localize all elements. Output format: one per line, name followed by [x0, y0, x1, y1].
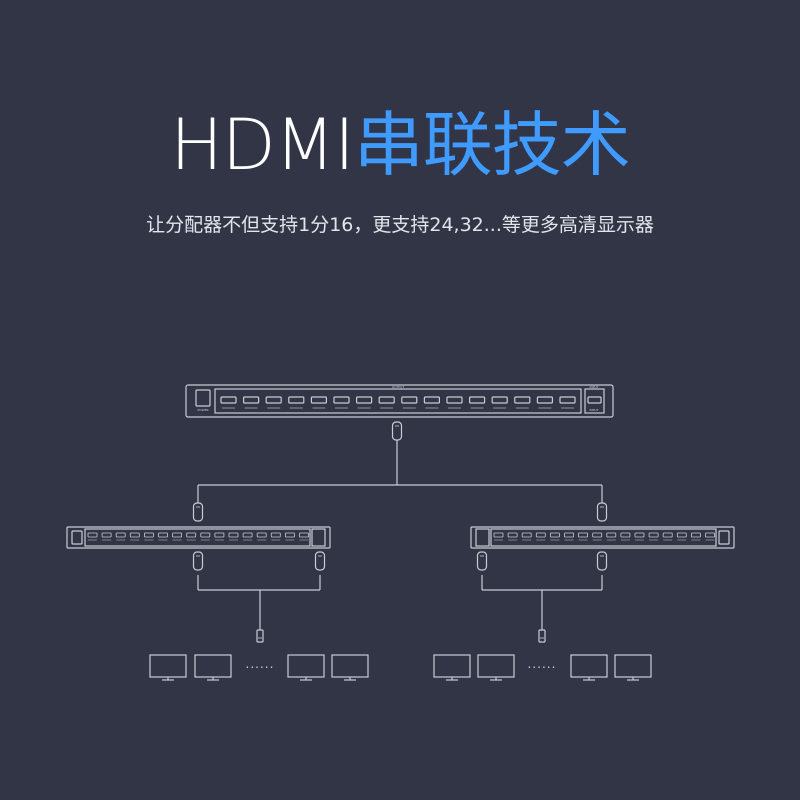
- splitter-port: [550, 532, 560, 538]
- right-splitter: [470, 526, 735, 549]
- splitter-port: [228, 532, 239, 538]
- splitter-port: [648, 532, 659, 538]
- main-output-port: [536, 396, 554, 404]
- main-output-port: [265, 396, 282, 404]
- hdmi-plug-icon: [391, 421, 403, 441]
- splitter-port: [691, 532, 701, 538]
- splitter-port: [256, 532, 267, 538]
- hdmi-plug-icon: [476, 551, 488, 571]
- page-title: HDMI串联技术: [0, 100, 800, 190]
- splitter-port: [676, 532, 687, 538]
- main-input-label: INPUT: [590, 408, 599, 412]
- splitter-port: [535, 532, 546, 538]
- main-output-port: [401, 396, 418, 404]
- main-input-header: INPUT: [590, 385, 599, 389]
- splitter-port: [115, 532, 126, 538]
- splitter-port: [564, 532, 574, 538]
- page-subtitle: 让分配器不但支持1分16，更支持24,32...等更多高清显示器: [146, 214, 654, 236]
- monitor-icon: [477, 654, 515, 678]
- splitter-port: [705, 532, 715, 538]
- hdmi-plug-icon: [192, 502, 204, 522]
- main-output-port: [423, 396, 440, 404]
- main-output-port: [310, 396, 327, 404]
- splitter-port: [634, 532, 645, 538]
- splitter-port: [158, 532, 168, 538]
- monitor-icon: [149, 654, 187, 678]
- main-output-port: [514, 396, 531, 404]
- splitter-port: [129, 532, 140, 538]
- main-output-port: [469, 396, 486, 404]
- hdmi-plug-icon: [192, 551, 204, 571]
- main-input-panel: [584, 388, 605, 414]
- splitter-port: [242, 532, 253, 538]
- adapter-icon: [256, 629, 264, 643]
- main-input-port: [587, 396, 602, 404]
- main-output-port: [446, 396, 463, 404]
- splitter-port: [592, 532, 603, 538]
- splitter-port: [200, 532, 211, 538]
- splitter-port: [186, 532, 197, 538]
- splitter-port: [87, 532, 98, 538]
- left-splitter: [66, 526, 331, 549]
- main-output-port: [356, 396, 373, 404]
- main-output-header: OUTPUT: [392, 385, 404, 389]
- splitter-port: [662, 532, 673, 538]
- hdmi-plug-icon: [596, 551, 608, 571]
- title-prefix: HDMI: [170, 104, 355, 186]
- main-power-label: POWER: [197, 408, 208, 412]
- splitter-port: [143, 532, 154, 538]
- hdmi-plug-icon: [596, 502, 608, 522]
- splitter-port: [606, 532, 617, 538]
- right-ellipsis: ......: [528, 657, 557, 671]
- left-ellipsis: ......: [246, 657, 275, 671]
- monitor-icon: [614, 654, 652, 678]
- splitter-port: [299, 532, 309, 538]
- monitor-icon: [287, 654, 325, 678]
- splitter-port: [172, 532, 183, 538]
- main-output-port: [220, 396, 237, 404]
- main-output-port: [491, 396, 508, 404]
- main-output-port: [378, 396, 395, 404]
- main-output-port: [243, 396, 260, 404]
- splitter-port: [521, 532, 532, 538]
- splitter-port: [101, 532, 112, 538]
- main-output-panel: [214, 388, 582, 414]
- monitor-icon: [194, 654, 232, 678]
- hdmi-plug-icon: [314, 551, 326, 571]
- splitter-port: [493, 532, 504, 538]
- monitor-icon: [433, 654, 471, 678]
- splitter-port: [214, 532, 225, 538]
- monitor-icon: [331, 654, 369, 678]
- main-splitter: [185, 384, 614, 418]
- adapter-icon: [538, 629, 546, 643]
- main-output-port: [288, 396, 305, 404]
- splitter-port: [284, 532, 295, 538]
- splitter-port: [578, 532, 588, 538]
- main-output-port: [333, 396, 350, 404]
- splitter-port: [620, 532, 631, 538]
- monitor-icon: [570, 654, 608, 678]
- title-highlight: 串联技术: [353, 104, 631, 186]
- splitter-port: [270, 532, 281, 538]
- splitter-port: [507, 532, 518, 538]
- main-output-port: [559, 396, 576, 404]
